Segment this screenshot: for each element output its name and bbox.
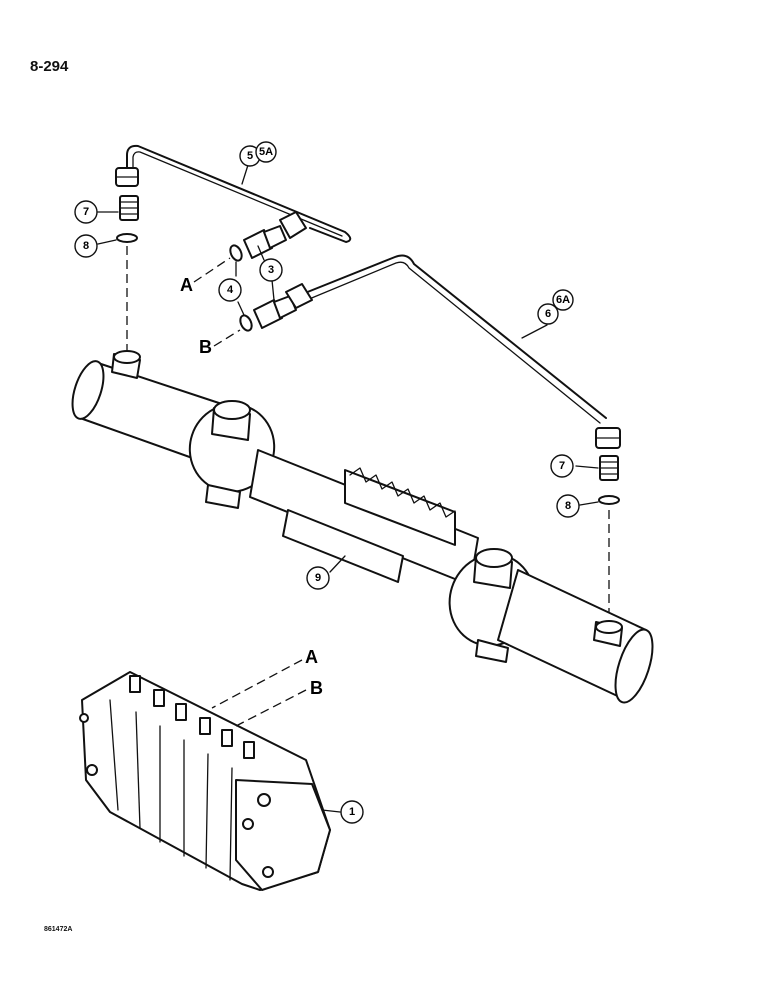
leader-b-lower [235,689,307,727]
port-a-label-lower: A [305,647,318,667]
leader-a-upper [193,257,231,283]
control-valve [79,671,331,891]
svg-text:3: 3 [268,264,274,276]
svg-text:8: 8 [565,500,571,512]
leader-5 [241,164,249,185]
svg-text:7: 7 [83,206,89,218]
leader-b-upper [213,329,241,347]
callout-6: 6 [537,303,559,325]
leader-8-right [579,501,599,506]
callout-5a: 5A [255,141,277,163]
port-a-label-upper: A [180,275,193,295]
callout-3: 3 [259,258,283,282]
o-ring-8-left [116,233,138,243]
leader-1 [321,809,341,813]
fitting-3-lower [253,295,297,329]
callout-9: 9 [306,566,330,590]
leader-3-lower [271,279,275,301]
port-b-label-upper: B [199,337,212,357]
leader-6 [521,324,548,339]
fitting-3-upper [243,225,287,259]
o-ring-4-lower [239,314,253,332]
svg-text:6A: 6A [556,294,570,306]
o-ring-4-upper [229,244,243,262]
callout-1: 1 [340,800,364,824]
svg-text:6: 6 [545,308,551,320]
leader-7-right [575,465,599,469]
callout-4: 4 [218,278,242,302]
svg-text:5: 5 [247,150,253,162]
tube-6-nut-left [285,283,313,309]
figure-code: 861472A [44,926,73,933]
callout-7-right: 7 [550,454,574,478]
fitting-7-left [119,195,139,221]
leader-8-left [97,239,117,245]
tube-6 [299,254,607,424]
leader-9 [329,555,346,573]
tube-5 [126,144,352,243]
o-ring-8-right [598,495,620,505]
tube-6-nut-right [595,427,621,449]
callout-5: 5 [239,145,261,167]
svg-text:1: 1 [349,806,355,818]
callout-8-left: 8 [74,234,98,258]
port-b-label-lower: B [310,678,323,698]
steering-cylinder [71,350,654,704]
fitting-7-right [599,455,619,481]
tube-5-nut-left [115,167,139,187]
tube-5-nut-right [279,211,307,239]
svg-text:4: 4 [227,284,234,296]
callout-7-left: 7 [74,200,98,224]
svg-text:5A: 5A [259,146,273,158]
page-number: 8-294 [30,58,69,75]
leader-a-lower [211,659,303,709]
svg-text:7: 7 [559,460,565,472]
callout-8-right: 8 [556,494,580,518]
leader-3-upper [257,245,265,261]
svg-text:8: 8 [83,240,89,252]
svg-text:9: 9 [315,572,321,584]
leader-4-lower [237,301,245,316]
callout-6a: 6A [552,289,574,311]
